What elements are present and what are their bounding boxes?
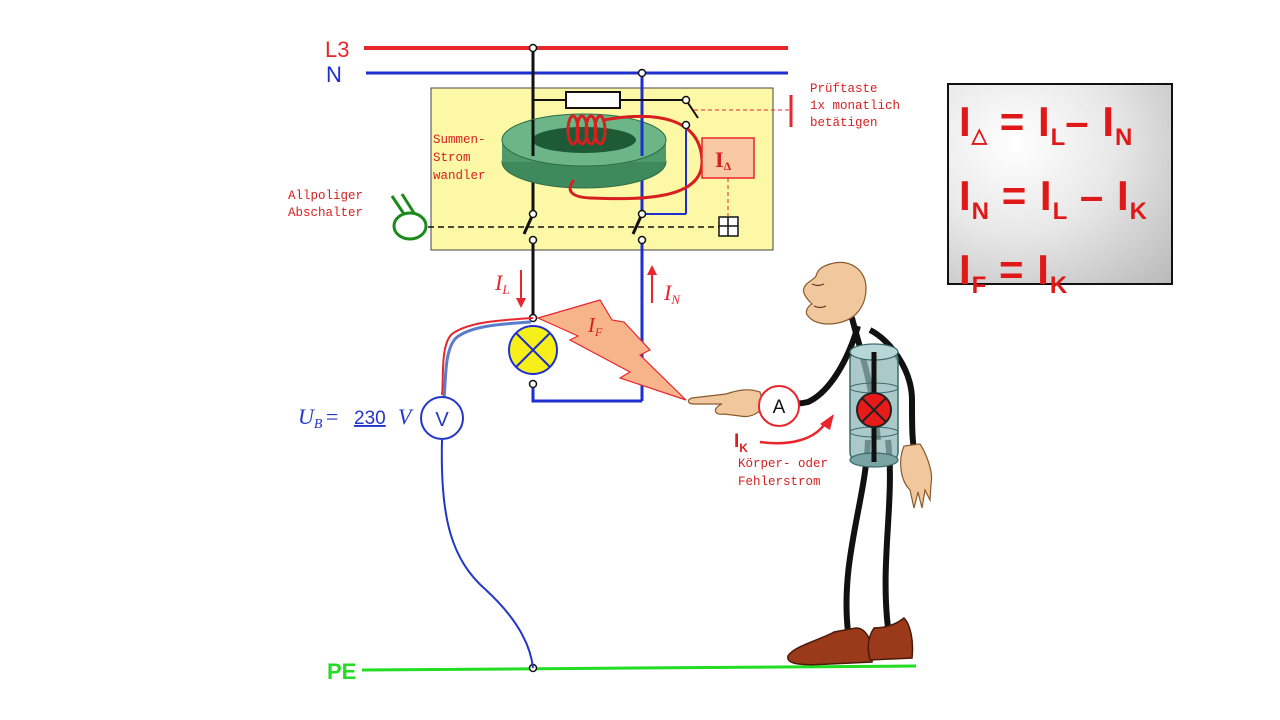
ik-caption: Körper- oder Fehlerstrom [738, 457, 836, 489]
secondary-coil [566, 114, 607, 146]
formula-body-current: IF = IK [959, 246, 1068, 299]
trip-unit-label: IΔ [715, 147, 732, 173]
test-resistor [565, 91, 621, 109]
switch-contacts [528, 43, 691, 673]
hand-icon [900, 443, 933, 509]
voltage-readout: UB= [298, 404, 339, 432]
voltmeter-label: V [435, 409, 449, 431]
pe-lead [440, 439, 534, 669]
left-shoe-icon [787, 627, 874, 666]
test-label: Prüftaste 1x monatlich betätigen [810, 82, 908, 130]
il-label: IL [494, 270, 510, 297]
if-label: IF [587, 313, 603, 339]
ik-label: IK [734, 431, 748, 455]
l3-label: L3 [325, 37, 349, 62]
person-figure: A [687, 261, 933, 666]
right-shoe-icon [867, 616, 914, 661]
lamp-return-wire [531, 384, 642, 403]
ammeter-label: A [773, 397, 786, 418]
voltage-value: 230 [354, 408, 386, 429]
head-icon [802, 261, 867, 325]
formula-neutral-current: IN = IL – IK [959, 172, 1147, 225]
ik-arrow [759, 421, 828, 445]
switch-label: Allpoliger Abschalter [288, 189, 371, 220]
coil-wire [568, 114, 704, 201]
voltmeter-icon [420, 396, 464, 440]
meter-lead-red [441, 317, 534, 396]
fault-lightning [536, 299, 687, 401]
formula-panel: I△ = IL– IN IN = IL – IK IF = IK [947, 83, 1173, 299]
in-arrow [647, 265, 657, 275]
ammeter-icon [758, 385, 800, 427]
voltage-unit: V [398, 404, 414, 429]
body-lamp-icon [856, 392, 892, 428]
meter-lead-blue [442, 320, 532, 399]
pointing-hand-icon [687, 389, 765, 418]
pe-label: PE [327, 659, 356, 684]
il-arrow [516, 298, 526, 308]
n-label: N [326, 62, 342, 87]
formula-fault-current: I△ = IL– IN [959, 98, 1133, 151]
in-label: IN [663, 280, 681, 307]
core-label: Summen- Strom wandler [433, 133, 493, 183]
lamp-icon [508, 325, 558, 375]
pe-line [361, 664, 917, 672]
breaker-handle-icon[interactable] [390, 193, 428, 241]
